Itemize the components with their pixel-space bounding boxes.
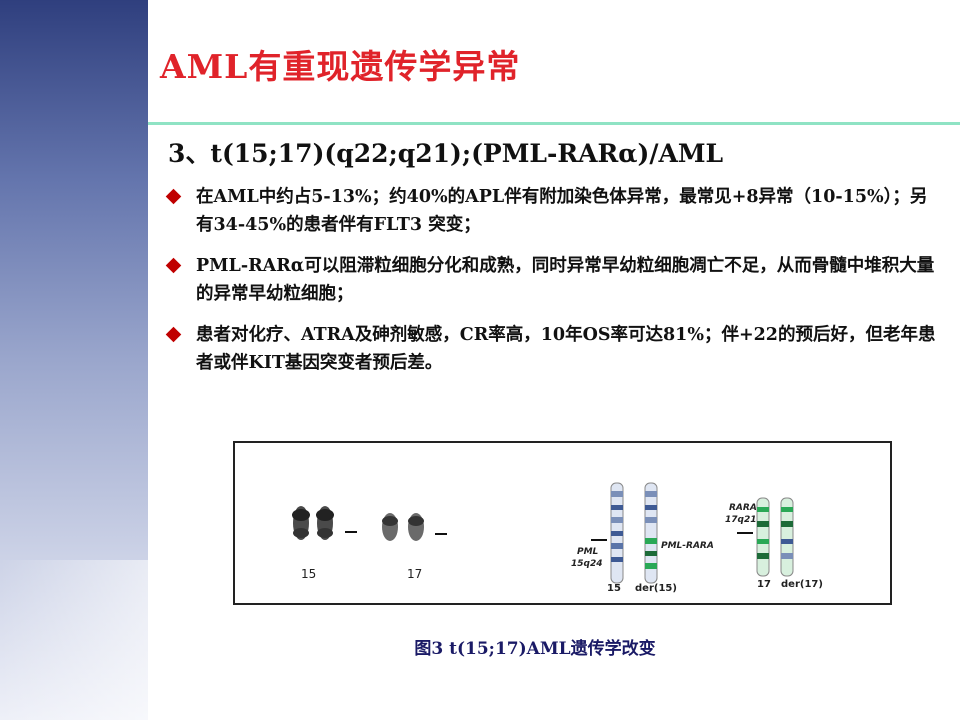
- ideogram-label-17: 17: [757, 579, 771, 590]
- diamond-bullet-icon: [165, 326, 182, 343]
- bullet-text: PML-RARα可以阻滞粒细胞分化和成熟，同时异常早幼粒细胞凋亡不足，从而骨髓中…: [196, 256, 935, 304]
- bullet-text: 在AML中约占5-13%；约40%的APL伴有附加染色体异常，最常见+8异常（1…: [196, 187, 928, 235]
- bullet-item: PML-RARα可以阻滞粒细胞分化和成熟，同时异常早幼粒细胞凋亡不足，从而骨髓中…: [165, 252, 936, 308]
- bullet-item: 患者对化疗、ATRA及砷剂敏感，CR率高，10年OS率可达81%；伴+22的预后…: [165, 321, 936, 377]
- bullet-list: 在AML中约占5-13%；约40%的APL伴有附加染色体异常，最常见+8异常（1…: [165, 183, 936, 390]
- slide-title: AML有重现遗传学异常: [160, 47, 521, 86]
- figure-caption: 图3 t(15;17)AML遗传学改变: [414, 639, 656, 659]
- rara-band-label: 17q21: [725, 515, 757, 525]
- sidebar-gradient: [0, 0, 148, 720]
- pml-label: PML: [577, 547, 599, 557]
- ideogram-der17: [780, 497, 794, 577]
- karyotype-figure: 15 17 PML 15q24 PML-RARA RARA 17q21 15 d…: [233, 441, 892, 605]
- ideogram-chr17: [756, 497, 770, 577]
- ideogram-chr15: [610, 482, 624, 584]
- ideogram-label-der17: der(17): [781, 579, 823, 590]
- pml-band-label: 15q24: [571, 559, 603, 569]
- karyotype-label-15: 15: [301, 567, 317, 581]
- diamond-bullet-icon: [165, 188, 182, 205]
- chromosome-15-pair: [292, 506, 334, 540]
- fusion-label: PML-RARA: [661, 541, 714, 551]
- section-heading: 3、t(15;17)(q22;q21);(PML-RARα)/AML: [168, 139, 724, 168]
- title-area: [148, 0, 960, 123]
- bullet-text: 患者对化疗、ATRA及砷剂敏感，CR率高，10年OS率可达81%；伴+22的预后…: [196, 325, 936, 373]
- karyotype-image: [292, 482, 794, 584]
- title-divider: [148, 122, 960, 125]
- bullet-item: 在AML中约占5-13%；约40%的APL伴有附加染色体异常，最常见+8异常（1…: [165, 183, 936, 239]
- karyotype-label-17: 17: [407, 567, 423, 581]
- chromosome-17-pair: [382, 513, 424, 541]
- diamond-bullet-icon: [165, 257, 182, 274]
- ideogram-label-der15: der(15): [635, 583, 677, 594]
- rara-label: RARA: [729, 503, 757, 513]
- ideogram-label-15: 15: [607, 583, 621, 594]
- ideogram-der15: [644, 482, 658, 584]
